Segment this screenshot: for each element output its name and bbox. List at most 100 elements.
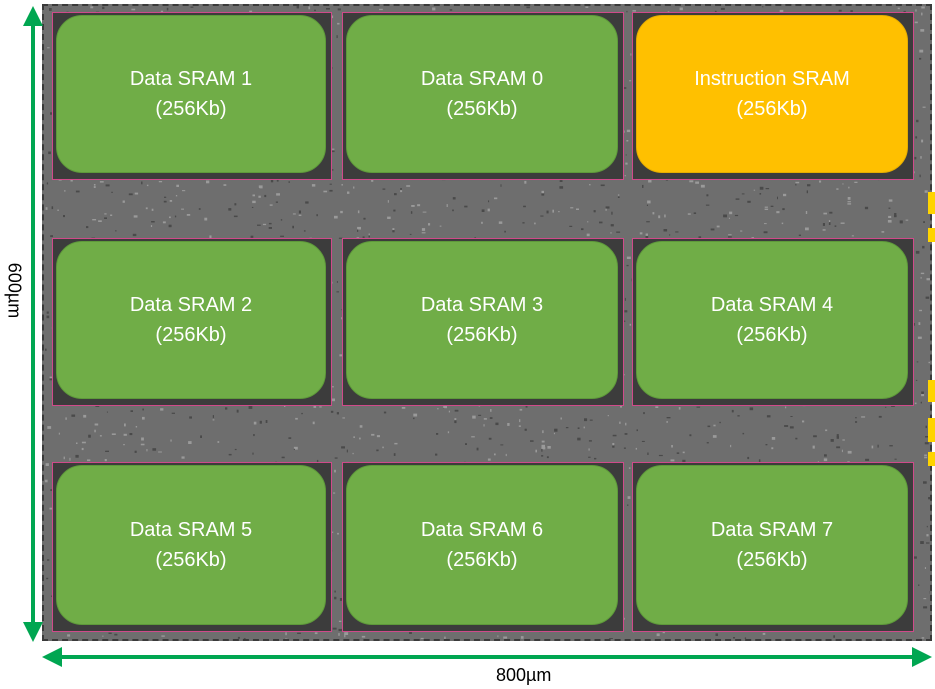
texture-speck — [420, 637, 424, 639]
texture-speck — [129, 433, 133, 436]
texture-speck — [371, 179, 374, 182]
texture-speck — [134, 192, 139, 195]
texture-speck — [588, 456, 591, 458]
data-sram-5-block: Data SRAM 5(256Kb) — [56, 465, 326, 625]
texture-speck — [581, 228, 584, 231]
texture-speck — [928, 497, 930, 500]
texture-speck — [141, 181, 143, 185]
texture-speck — [742, 432, 745, 435]
texture-speck — [437, 408, 439, 410]
texture-speck — [392, 230, 395, 233]
texture-speck — [329, 189, 333, 192]
block-name: Data SRAM 0 — [420, 68, 544, 90]
texture-speck — [123, 433, 127, 436]
texture-speck — [368, 235, 370, 238]
texture-speck — [336, 35, 338, 39]
block-name: Data SRAM 6 — [420, 519, 544, 541]
texture-speck — [411, 205, 415, 207]
texture-speck — [421, 228, 426, 231]
texture-speck — [476, 447, 479, 451]
texture-speck — [663, 229, 668, 232]
texture-speck — [47, 426, 52, 429]
texture-speck — [836, 446, 841, 449]
texture-speck — [639, 232, 643, 235]
texture-speck — [280, 235, 284, 237]
texture-speck — [610, 224, 614, 227]
texture-speck — [824, 454, 827, 457]
texture-speck — [847, 197, 851, 200]
texture-speck — [570, 207, 574, 209]
texture-speck — [280, 219, 283, 221]
block-name: Data SRAM 2 — [129, 294, 253, 316]
texture-speck — [46, 315, 50, 319]
texture-speck — [534, 222, 536, 225]
texture-speck — [67, 634, 71, 637]
texture-speck — [758, 459, 761, 463]
texture-speck — [617, 194, 620, 196]
texture-speck — [104, 217, 107, 219]
texture-speck — [559, 186, 564, 189]
texture-speck — [822, 229, 826, 231]
texture-speck — [319, 406, 322, 408]
texture-speck — [847, 450, 852, 454]
texture-speck — [559, 180, 563, 182]
texture-speck — [168, 224, 172, 228]
texture-speck — [130, 410, 133, 412]
texture-speck — [729, 211, 733, 215]
texture-speck — [916, 119, 919, 123]
texture-speck — [200, 435, 202, 438]
texture-speck — [920, 272, 925, 275]
texture-speck — [65, 417, 67, 420]
texture-speck — [276, 178, 279, 182]
texture-speck — [95, 405, 100, 407]
texture-speck — [142, 408, 144, 411]
texture-speck — [498, 221, 503, 224]
texture-speck — [560, 417, 562, 420]
block-size: (256Kb) — [736, 324, 808, 346]
texture-speck — [921, 393, 925, 397]
texture-speck — [664, 214, 666, 218]
texture-speck — [371, 433, 375, 436]
texture-speck — [648, 179, 652, 183]
texture-speck — [731, 409, 734, 413]
texture-speck — [133, 215, 138, 218]
texture-speck — [795, 183, 797, 186]
texture-speck — [620, 405, 622, 408]
texture-speck — [520, 636, 524, 639]
texture-speck — [720, 7, 725, 10]
texture-speck — [489, 417, 493, 419]
texture-speck — [764, 208, 769, 210]
texture-speck — [87, 459, 91, 462]
texture-speck — [102, 635, 104, 637]
texture-speck — [422, 211, 427, 213]
texture-speck — [628, 467, 631, 469]
texture-speck — [503, 636, 508, 639]
texture-speck — [292, 213, 296, 215]
texture-speck — [766, 415, 771, 418]
texture-speck — [899, 220, 903, 224]
texture-speck — [920, 29, 925, 32]
texture-speck — [312, 421, 315, 425]
texture-speck — [525, 406, 528, 408]
texture-speck — [500, 184, 502, 187]
texture-speck — [368, 233, 370, 236]
texture-speck — [490, 409, 492, 412]
texture-speck — [51, 595, 53, 597]
texture-speck — [630, 53, 632, 56]
block-size: (256Kb) — [736, 98, 808, 120]
texture-speck — [347, 191, 350, 194]
texture-speck — [334, 457, 338, 459]
texture-speck — [676, 452, 680, 454]
texture-speck — [236, 409, 239, 413]
texture-speck — [925, 296, 930, 299]
texture-speck — [110, 214, 113, 216]
texture-speck — [344, 632, 349, 635]
texture-speck — [313, 405, 317, 408]
texture-speck — [666, 421, 668, 423]
texture-speck — [472, 415, 476, 419]
texture-speck — [363, 217, 366, 220]
texture-speck — [675, 231, 679, 233]
texture-speck — [481, 221, 483, 224]
texture-speck — [723, 214, 727, 218]
texture-speck — [652, 212, 655, 215]
